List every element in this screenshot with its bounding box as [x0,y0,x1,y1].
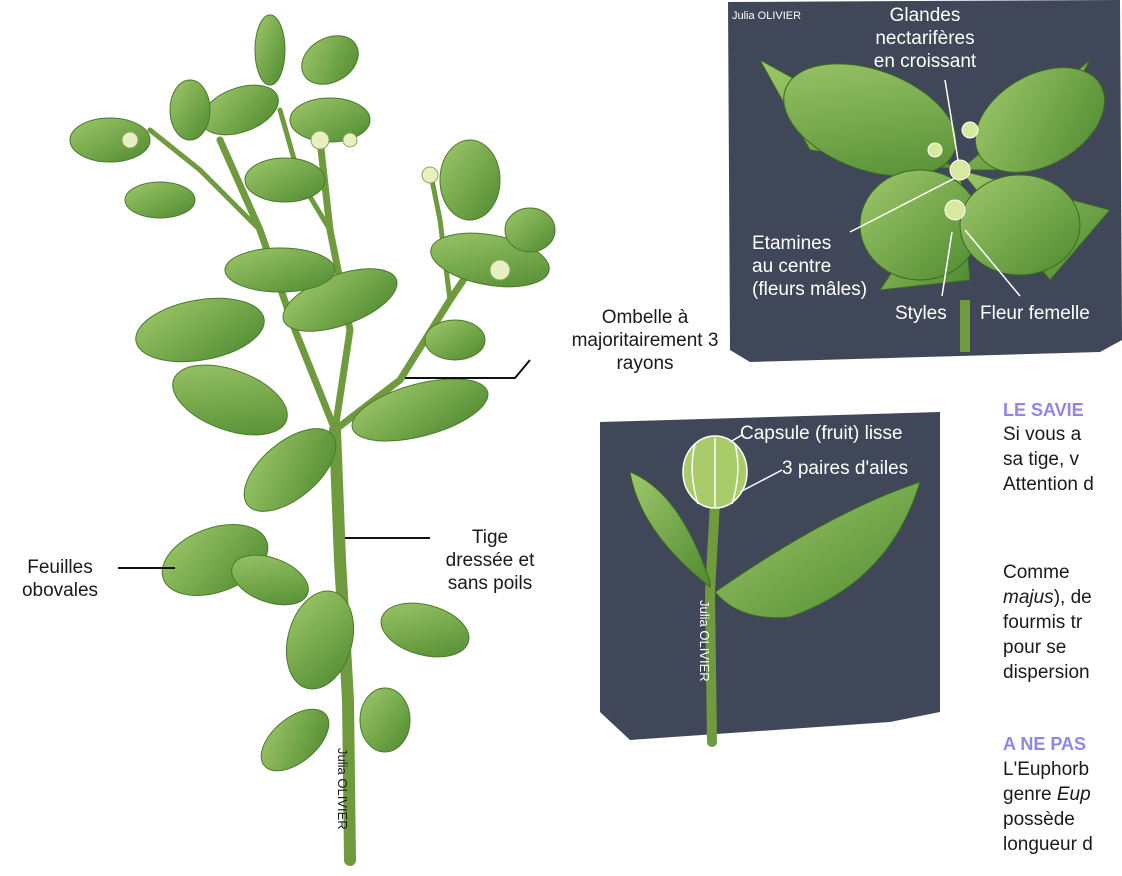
flower-panel-credit: Julia OLIVIER [732,10,801,22]
side-text-column: LE SAVIE Si vous a sa tige, v Attention … [1003,400,1122,876]
capsule-label: Capsule (fruit) lisse [740,422,903,445]
stamens-label: Etamines au centre (fleurs mâles) [752,232,867,301]
plant-credit: Julia OLIVIER [330,748,354,868]
glands-label: Glandes nectarifères en croissant [845,4,1005,73]
stem-label: Tige dressée et sans poils [420,526,560,595]
leaves-label: Feuilles obovales [10,556,110,602]
heading-le-savie: LE SAVIE [1003,400,1084,421]
paragraph-2: Comme majus), de fourmis tr pour se disp… [1003,560,1092,685]
fruit-capsule [683,436,747,508]
styles-label: Styles [895,302,947,325]
plant-leaves [70,15,555,783]
paragraph-1: Si vous a sa tige, v Attention d [1003,422,1094,497]
wings-label: 3 paires d'ailes [782,457,908,480]
paragraph-3: L'Euphorb genre Eup possède longueur d [1003,757,1093,857]
heading-a-ne-pas: A NE PAS [1003,734,1086,755]
umbel-label: Ombelle à majoritairement 3 rayons [555,306,735,375]
plant-illustration [0,0,600,876]
fruit-panel-credit: Julia OLIVIER [694,600,714,720]
plant-stems [150,110,490,860]
female-flower-label: Fleur femelle [980,302,1090,325]
